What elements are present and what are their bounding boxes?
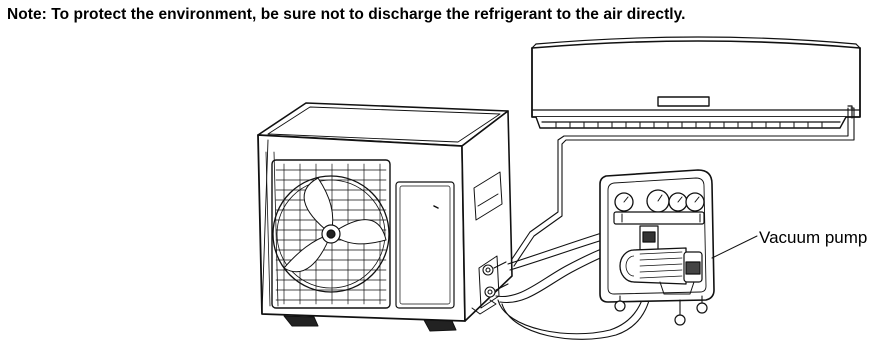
indoor-display [658, 97, 709, 106]
gauge-manifold-cart [600, 170, 714, 325]
outdoor-unit [258, 0, 512, 331]
vacuum-pump-label: Vacuum pump [759, 228, 867, 248]
indoor-unit [532, 37, 860, 128]
vacuum-pump-leader [712, 236, 757, 258]
